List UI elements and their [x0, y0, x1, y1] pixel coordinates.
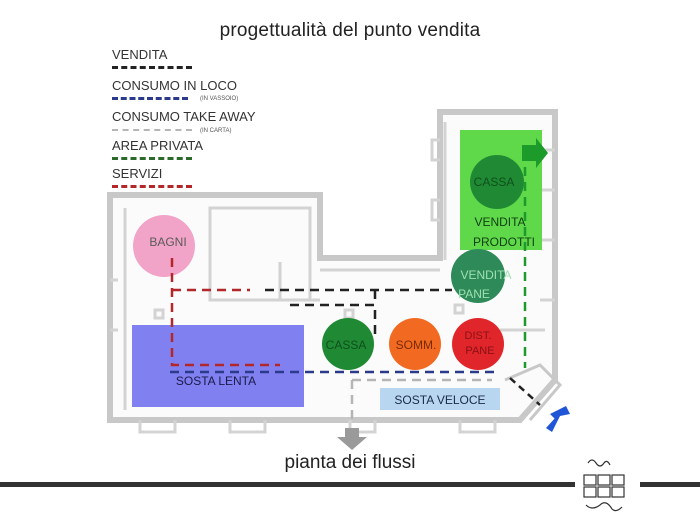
legend-label-consumo-take-away: CONSUMO TAKE AWAY [112, 109, 256, 124]
bottom-rule [0, 482, 575, 487]
label-dist-pane-2: PANE [465, 345, 494, 357]
legend-sub-take-away: (IN CARTA) [200, 128, 232, 134]
label-cassa: CASSA [326, 338, 367, 352]
diagram-caption: pianta dei flussi [284, 452, 416, 473]
entrance [504, 363, 563, 421]
legend-label-servizi: SERVIZI [112, 166, 163, 181]
zone-bagni [133, 215, 195, 277]
label-sosta-lenta: SOSTA LENTA [176, 374, 256, 388]
legend-label-vendita: VENDITA [112, 47, 168, 62]
diagram-title: progettualità del punto vendita [219, 20, 481, 41]
take-away-exit-arrow-icon [337, 428, 367, 450]
label-cassa-top: CASSA [474, 175, 515, 189]
label-vendita-prodotti-1: VENDITA [474, 215, 525, 229]
label-vendita-pane-1: VENDITA [460, 268, 511, 282]
entrance-arrow-icon [546, 406, 570, 432]
legend-sub-consumo-in-loco: (IN VASSOIO) [200, 96, 239, 102]
exit-arrow-icon [522, 138, 548, 168]
label-sosta-veloce: SOSTA VELOCE [394, 393, 485, 407]
signature-logo [583, 459, 625, 512]
legend-line-servizi [112, 185, 192, 188]
bottom-rule-right [640, 482, 700, 487]
zone-sosta-veloce [380, 388, 500, 410]
legend-line-area-privata [112, 157, 192, 160]
legend-label-area-privata: AREA PRIVATA [112, 138, 204, 153]
legend-line-take-away [112, 129, 192, 131]
flow-take-away [350, 378, 492, 425]
label-vendita-pane-2: PANE [458, 287, 490, 301]
zone-cassa [322, 318, 374, 370]
flow-servizi [170, 258, 280, 367]
label-vendita-prodotti-2: PRODOTTI [473, 235, 535, 249]
legend-line-consumo-in-loco [112, 97, 188, 100]
label-bagni: BAGNI [149, 235, 186, 249]
zone-dist-pane [452, 318, 504, 370]
zone-vendita-pane [451, 249, 505, 303]
interior-walls [110, 122, 555, 434]
label-somm: SOMM. [396, 338, 437, 352]
zone-somm [389, 318, 441, 370]
legend-label-consumo-in-loco: CONSUMO IN LOCO [112, 78, 237, 93]
label-dist-pane-1: DIST. [465, 330, 492, 342]
flow-vendita [265, 288, 452, 340]
flow-entrance-diag [509, 377, 541, 406]
zone-cassa-top [470, 155, 524, 209]
legend-line-vendita [112, 66, 192, 69]
